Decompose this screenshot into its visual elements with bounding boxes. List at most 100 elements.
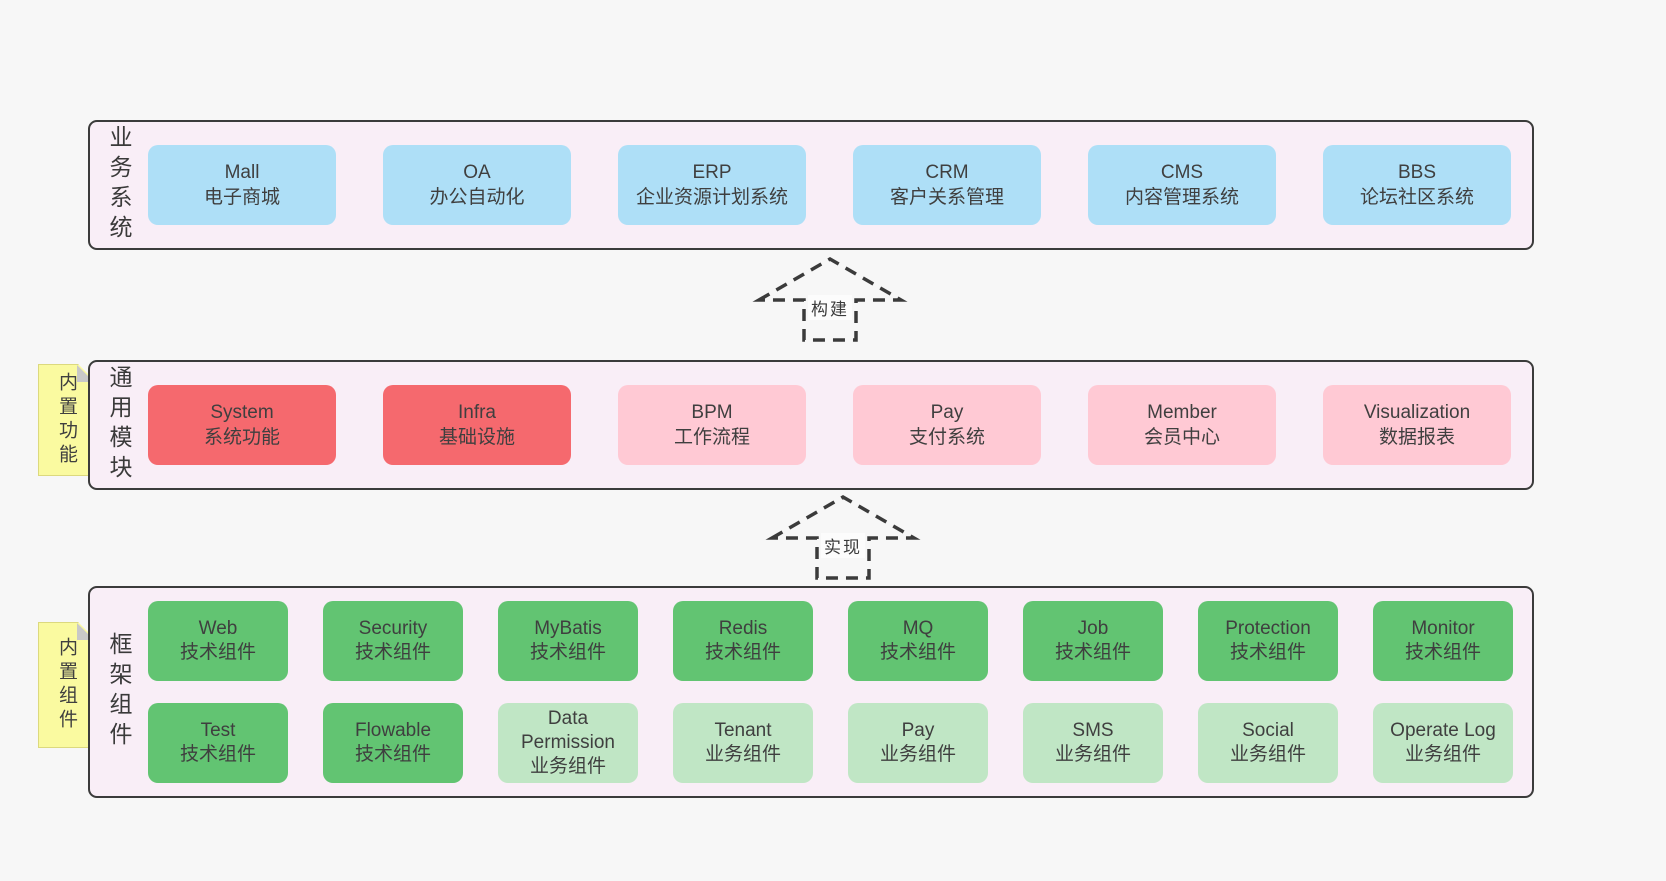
box-subtitle: 业务组件: [1054, 744, 1131, 765]
sticky-note-builtin-features: 内置功能: [38, 364, 95, 476]
box-bpm: BPM 工作流程: [618, 385, 806, 465]
box-subtitle: 工作流程: [673, 427, 750, 448]
box-job: Job 技术组件: [1023, 601, 1163, 681]
box-row: Mall 电子商城 OA 办公自动化 ERP 企业资源计划系统 CRM 客户关系…: [148, 145, 1532, 225]
section-rows: Web 技术组件 Security 技术组件 MyBatis 技术组件 Redi…: [148, 588, 1532, 796]
box-title: Social: [1242, 720, 1294, 741]
box-tenant: Tenant 业务组件: [673, 703, 813, 783]
box-subtitle: 技术组件: [179, 744, 256, 765]
box-subtitle: 技术组件: [879, 642, 956, 663]
box-sms: SMS 业务组件: [1023, 703, 1163, 783]
section-common-modules: 通用模块 System 系统功能 Infra 基础设施 BPM 工作流程 Pay…: [88, 360, 1534, 490]
box-operate-log: Operate Log 业务组件: [1373, 703, 1513, 783]
box-bbs: BBS 论坛社区系统: [1323, 145, 1511, 225]
box-subtitle: 支付系统: [908, 427, 985, 448]
box-subtitle: 企业资源计划系统: [635, 187, 788, 208]
box-title: Infra: [457, 402, 497, 423]
box-subtitle: 内容管理系统: [1124, 187, 1239, 208]
section-rows: System 系统功能 Infra 基础设施 BPM 工作流程 Pay 支付系统…: [148, 362, 1532, 488]
box-mall: Mall 电子商城: [148, 145, 336, 225]
sticky-label: 内置组件: [56, 637, 77, 733]
arrow-build: 构建: [745, 254, 915, 342]
box-visualization: Visualization 数据报表: [1323, 385, 1511, 465]
box-title: MyBatis: [534, 618, 602, 639]
box-flowable: Flowable 技术组件: [323, 703, 463, 783]
box-subtitle: 技术组件: [179, 642, 256, 663]
box-title: Tenant: [714, 720, 772, 741]
box-title: BPM: [691, 402, 733, 423]
box-pay-business: Pay 业务组件: [848, 703, 988, 783]
box-title: Pay: [901, 720, 935, 741]
section-rows: Mall 电子商城 OA 办公自动化 ERP 企业资源计划系统 CRM 客户关系…: [148, 122, 1532, 248]
box-cms: CMS 内容管理系统: [1088, 145, 1276, 225]
box-subtitle: 技术组件: [1229, 642, 1306, 663]
box-subtitle: 系统功能: [203, 427, 280, 448]
box-title: ERP: [692, 162, 732, 183]
box-subtitle: 技术组件: [704, 642, 781, 663]
box-subtitle: 电子商城: [203, 187, 280, 208]
box-title: CMS: [1160, 162, 1204, 183]
box-crm: CRM 客户关系管理: [853, 145, 1041, 225]
box-subtitle: 论坛社区系统: [1359, 187, 1474, 208]
box-title: System: [210, 402, 274, 423]
arrow-implement: 实现: [758, 492, 928, 580]
box-web: Web 技术组件: [148, 601, 288, 681]
box-subtitle: 业务组件: [879, 744, 956, 765]
arrow-build-label: 构建: [808, 295, 852, 320]
box-system: System 系统功能: [148, 385, 336, 465]
box-title: Redis: [718, 618, 768, 639]
box-subtitle: 数据报表: [1378, 427, 1455, 448]
box-row: Test 技术组件 Flowable 技术组件 Data Permission …: [148, 703, 1532, 783]
box-subtitle: 业务组件: [1404, 744, 1481, 765]
box-security: Security 技术组件: [323, 601, 463, 681]
box-title: Mall: [224, 162, 260, 183]
box-oa: OA 办公自动化: [383, 145, 571, 225]
box-title: Data Permission: [521, 708, 615, 753]
box-erp: ERP 企业资源计划系统: [618, 145, 806, 225]
dashed-up-arrow-icon: [752, 256, 908, 342]
box-subtitle: 技术组件: [354, 744, 431, 765]
box-title: Test: [200, 720, 236, 741]
box-title: Job: [1077, 618, 1109, 639]
box-title: Member: [1147, 402, 1217, 423]
box-title: CRM: [925, 162, 969, 183]
box-monitor: Monitor 技术组件: [1373, 601, 1513, 681]
box-subtitle: 业务组件: [529, 756, 606, 777]
section-framework-components: 框架组件 Web 技术组件 Security 技术组件 MyBatis 技术组件…: [88, 586, 1534, 798]
section-business-systems: 业务系统 Mall 电子商城 OA 办公自动化 ERP 企业资源计划系统 CRM…: [88, 120, 1534, 250]
box-protection: Protection 技术组件: [1198, 601, 1338, 681]
sticky-label: 内置功能: [56, 372, 77, 468]
box-subtitle: 技术组件: [529, 642, 606, 663]
box-subtitle: 技术组件: [354, 642, 431, 663]
box-subtitle: 办公自动化: [429, 187, 525, 208]
box-row: System 系统功能 Infra 基础设施 BPM 工作流程 Pay 支付系统…: [148, 385, 1532, 465]
box-subtitle: 业务组件: [1229, 744, 1306, 765]
box-subtitle: 技术组件: [1054, 642, 1131, 663]
box-redis: Redis 技术组件: [673, 601, 813, 681]
box-social: Social 业务组件: [1198, 703, 1338, 783]
section-label-framework-components: 框架组件: [106, 632, 132, 752]
box-subtitle: 会员中心: [1143, 427, 1220, 448]
sticky-note-builtin-components: 内置组件: [38, 622, 95, 748]
box-title: Visualization: [1363, 402, 1471, 423]
box-infra: Infra 基础设施: [383, 385, 571, 465]
section-label-common-modules: 通用模块: [106, 365, 132, 485]
arrow-implement-label: 实现: [821, 533, 865, 558]
box-title: OA: [463, 162, 491, 183]
dashed-up-arrow-icon: [765, 494, 921, 580]
box-data-permission: Data Permission 业务组件: [498, 703, 638, 783]
box-pay: Pay 支付系统: [853, 385, 1041, 465]
section-label-business-systems: 业务系统: [106, 125, 132, 245]
box-title: MQ: [902, 618, 934, 639]
box-title: BBS: [1397, 162, 1437, 183]
box-mq: MQ 技术组件: [848, 601, 988, 681]
box-subtitle: 业务组件: [704, 744, 781, 765]
box-title: Flowable: [354, 720, 432, 741]
box-subtitle: 技术组件: [1404, 642, 1481, 663]
box-row: Web 技术组件 Security 技术组件 MyBatis 技术组件 Redi…: [148, 601, 1532, 681]
box-test: Test 技术组件: [148, 703, 288, 783]
box-title: Web: [198, 618, 238, 639]
box-title: Security: [358, 618, 428, 639]
box-subtitle: 客户关系管理: [889, 187, 1004, 208]
